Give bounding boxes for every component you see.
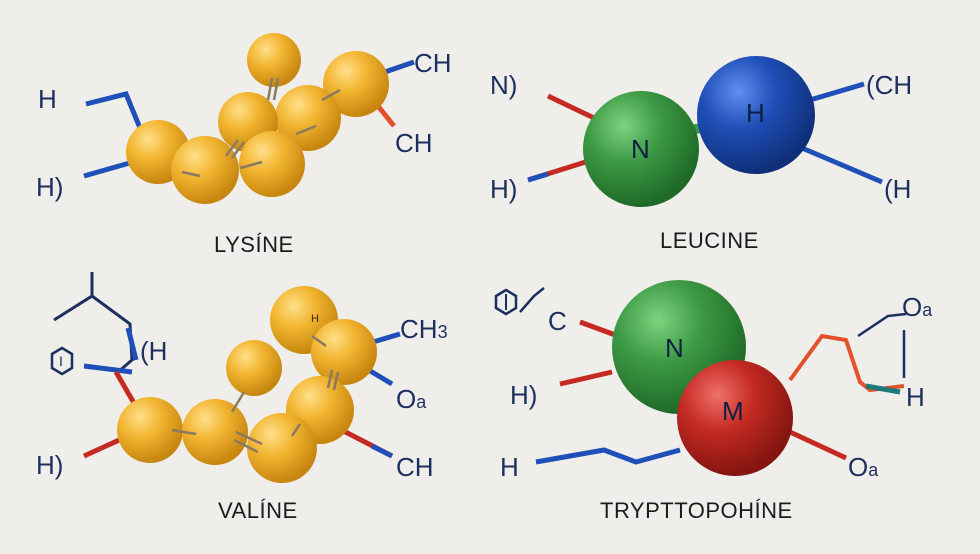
valine-label-h-bottom: H) xyxy=(36,450,63,480)
leucine-label-n-left: N) xyxy=(490,70,517,100)
leucine-label-ch-right: (CH xyxy=(866,70,912,100)
bond-ch-top xyxy=(384,59,415,75)
valine-molecule: I H (H CH3 Oa CH H) VALÍNE xyxy=(36,272,448,523)
bond-o-bottom xyxy=(788,429,848,461)
valine-sticks xyxy=(171,334,340,454)
carbon-atom xyxy=(239,131,305,197)
bond-h-right xyxy=(865,383,901,395)
tryptophan-label-o-top: Oa xyxy=(902,292,933,322)
tryptophan-label-h-bottom: H xyxy=(500,452,519,482)
leucine-label-h-right: (H xyxy=(884,174,911,204)
hexagon-ring-icon xyxy=(50,346,74,376)
nitrogen-atom-green xyxy=(583,91,699,207)
valine-label-h-top: (H xyxy=(140,336,167,366)
tryptophan-label-h-right: H xyxy=(906,382,925,412)
lysine-label-ch-top: CH xyxy=(414,48,452,78)
tryptophan-o-top-subscript: a xyxy=(922,300,933,320)
carbon-atom xyxy=(226,340,282,396)
lysine-label-ch-right: CH xyxy=(395,128,433,158)
lysine-label-h-bottom: H) xyxy=(36,172,63,202)
tryptophan-o-top-text: O xyxy=(902,292,922,322)
bond-h-right xyxy=(801,145,883,185)
valine-ch3-subscript: 3 xyxy=(438,322,448,342)
bond-branch-2 xyxy=(91,294,134,374)
carbon-atom xyxy=(117,397,183,463)
tryptophan-name: TRYPTTOPOHÍNE xyxy=(600,498,793,523)
bond-branch xyxy=(53,272,94,322)
carbon-atom xyxy=(247,413,317,483)
ring-glyph-icon xyxy=(494,287,545,316)
carbon-atom xyxy=(323,51,389,117)
valine-label-ch3: CH3 xyxy=(400,314,448,344)
bond-h-left-tip xyxy=(527,171,549,183)
valine-small-h: H xyxy=(311,313,319,325)
carbon-atom xyxy=(311,319,377,385)
tryptophan-atom-m: M xyxy=(722,396,744,426)
valine-name: VALÍNE xyxy=(218,498,298,523)
nitrogen-atom-blue xyxy=(697,56,815,174)
leucine-molecule: N H N) H) (CH (H LEUCINE xyxy=(490,56,912,253)
carbon-atom xyxy=(182,399,248,465)
oxygen-atom-red xyxy=(677,360,793,476)
valine-label-o2: Oa xyxy=(396,384,427,414)
lysine-sticks xyxy=(181,77,341,178)
valine-ch3-text: CH xyxy=(400,314,438,344)
tryptophan-label-c: C xyxy=(548,306,567,336)
tryptophan-o-bottom-text: O xyxy=(848,452,868,482)
leucine-atom-h: H xyxy=(746,98,765,128)
bond-h-bottom xyxy=(535,447,681,465)
carbon-atom xyxy=(275,85,341,151)
bond-ch-right xyxy=(809,81,865,103)
valine-label-ch-bottom: CH xyxy=(396,452,434,482)
tryptophan-molecule: N M C H) H Oa H Oa TRYPTTOPOHÍNE xyxy=(494,280,933,523)
bond-ch-bottom-tip xyxy=(370,443,394,459)
leucine-label-h-left: H) xyxy=(490,174,517,204)
carbon-atom xyxy=(171,136,239,204)
tryptophan-label-h-left: H) xyxy=(510,380,537,410)
valine-hex-atom: I xyxy=(59,353,63,369)
valine-bonds xyxy=(53,272,401,459)
lysine-name: LYSÍNE xyxy=(214,232,294,257)
lysine-label-h-top: H xyxy=(38,84,57,114)
bond-o-top xyxy=(788,333,905,393)
bond-h-top xyxy=(85,91,143,129)
bond-c-left xyxy=(579,319,619,339)
bond-ring xyxy=(83,363,133,375)
bond-o-top-line xyxy=(857,312,907,338)
leucine-name: LEUCINE xyxy=(660,228,759,253)
tryptophan-label-o-bottom: Oa xyxy=(848,452,879,482)
leucine-atom-n: N xyxy=(631,134,650,164)
tryptophan-bonds xyxy=(535,312,907,465)
tryptophan-o-bottom-subscript: a xyxy=(868,460,879,480)
valine-o2-text: O xyxy=(396,384,416,414)
bond-h-left xyxy=(559,369,613,387)
valine-o2-subscript: a xyxy=(416,392,427,412)
bond-n-left xyxy=(546,93,596,121)
tryptophan-atom-n: N xyxy=(665,333,684,363)
bond-h-top xyxy=(125,327,139,361)
lysine-molecule: H H) CH CH LYSÍNE xyxy=(36,33,452,257)
carbon-atom xyxy=(247,33,301,87)
